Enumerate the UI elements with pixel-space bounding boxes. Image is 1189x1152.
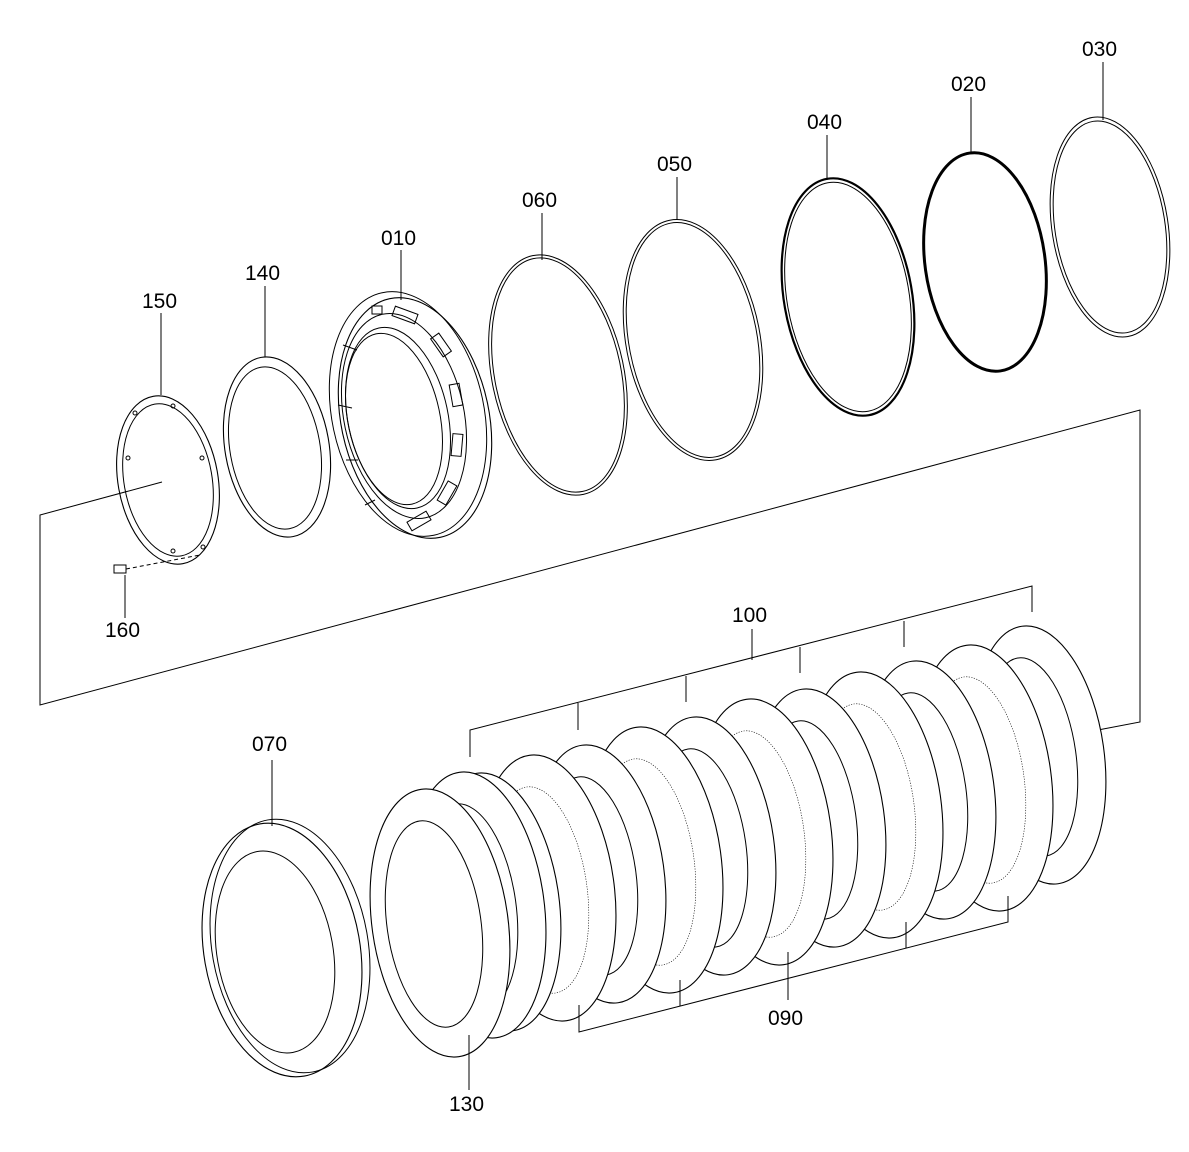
part-150-cover-plate (116, 313, 220, 565)
label-020: 020 (951, 73, 986, 96)
label-090: 090 (768, 1007, 803, 1030)
bracket-100 (469, 585, 1033, 757)
bracket-090 (578, 896, 1009, 1033)
label-010: 010 (381, 227, 416, 250)
label-040: 040 (807, 111, 842, 134)
label-030: 030 (1082, 38, 1117, 61)
label-160: 160 (105, 619, 140, 642)
label-060: 060 (522, 189, 557, 212)
label-140: 140 (245, 262, 280, 285)
part-010-piston (328, 250, 493, 539)
part-140-washer (222, 286, 332, 538)
part-040-ring (780, 135, 916, 417)
label-070: 070 (252, 733, 287, 756)
label-050: 050 (657, 153, 692, 176)
part-050-ring (622, 177, 764, 461)
clutch-plate-stack (369, 625, 1107, 1058)
part-070-thrust-ring (201, 760, 371, 1078)
clutch-plate-130-front (369, 788, 511, 1058)
label-150: 150 (142, 290, 177, 313)
label-100: 100 (732, 604, 767, 627)
assembly-connector (39, 409, 1141, 731)
part-020-ring (922, 97, 1048, 373)
part-060-ring (488, 213, 628, 496)
part-030-ring (1049, 62, 1171, 338)
label-130: 130 (449, 1093, 484, 1116)
part-160-bolt (113, 554, 201, 618)
